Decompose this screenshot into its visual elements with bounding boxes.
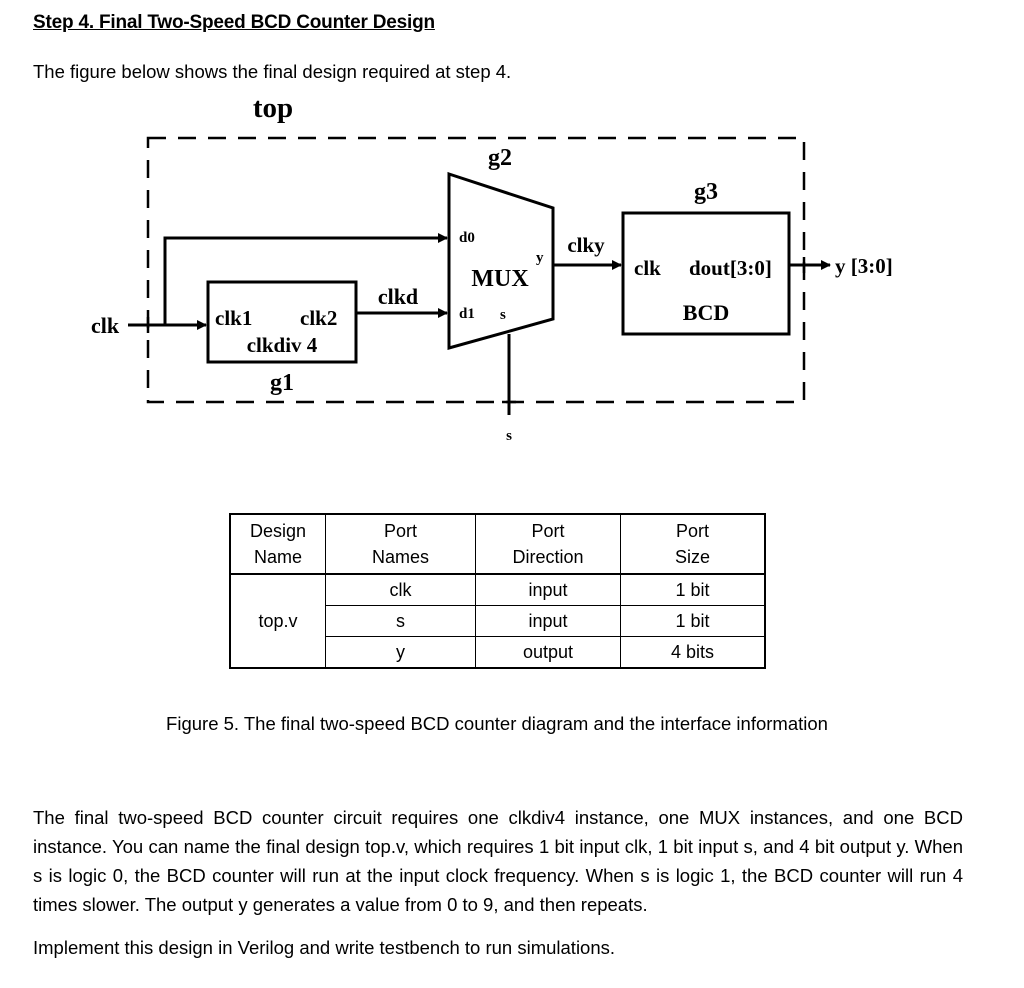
bcd-port-clk: clk xyxy=(634,256,661,280)
port-direction-cell: input xyxy=(475,573,621,606)
clkdiv-block xyxy=(206,280,358,364)
mux-module-label: MUX xyxy=(471,266,529,292)
top-label: top xyxy=(253,92,293,124)
g3-label: g3 xyxy=(694,179,718,205)
port-direction-cell: output xyxy=(475,636,621,669)
instruction-text: Implement this design in Verilog and wri… xyxy=(33,937,616,958)
clkdiv-module-label: clkdiv 4 xyxy=(247,333,318,357)
body-paragraph: The final two-speed BCD counter circuit … xyxy=(33,807,963,915)
clkdiv-port-clk1: clk1 xyxy=(215,306,252,330)
y-output-label: y [3:0] xyxy=(835,254,893,278)
bcd-module-label: BCD xyxy=(683,300,729,325)
port-size-cell: 1 bit xyxy=(620,605,766,637)
s-input-label: s xyxy=(506,428,512,444)
mux-block xyxy=(447,171,555,350)
table-row: s input 1 bit xyxy=(230,605,766,637)
design-name-cell: top.v xyxy=(229,573,326,669)
g2-label: g2 xyxy=(488,145,512,171)
clk-input-label: clk xyxy=(91,313,120,338)
port-size-cell: 1 bit xyxy=(620,573,766,606)
mux-port-s: s xyxy=(500,307,506,323)
port-name-cell: clk xyxy=(325,573,476,606)
clkdiv-port-clk2: clk2 xyxy=(300,306,337,330)
port-name-cell: y xyxy=(325,636,476,669)
figure-caption: Figure 5. The final two-speed BCD counte… xyxy=(166,713,828,734)
mux-port-d0: d0 xyxy=(459,230,475,246)
wires xyxy=(128,233,831,415)
g1-label: g1 xyxy=(270,370,294,396)
table-row: top.v clk input 1 bit xyxy=(229,573,766,669)
mux-port-d1: d1 xyxy=(459,306,475,322)
circuit-diagram: top clk1 clk2 clkdiv 4 g1 g2 d0 d1 s y M… xyxy=(91,92,893,444)
step-heading: Step 4. Final Two-Speed BCD Counter Desi… xyxy=(33,12,435,33)
intro-text: The figure below shows the final design … xyxy=(33,61,512,82)
port-size-cell: 4 bits xyxy=(620,636,766,669)
bcd-port-dout: dout[3:0] xyxy=(689,256,772,280)
clkd-signal-label: clkd xyxy=(378,284,418,309)
bcd-block xyxy=(621,211,791,336)
port-name-cell: s xyxy=(325,605,476,637)
clky-signal-label: clky xyxy=(567,233,605,257)
mux-port-y: y xyxy=(536,250,544,266)
port-direction-cell: input xyxy=(475,605,621,637)
table-row: y output 4 bits xyxy=(230,636,766,669)
boundary-ticks xyxy=(146,257,806,404)
